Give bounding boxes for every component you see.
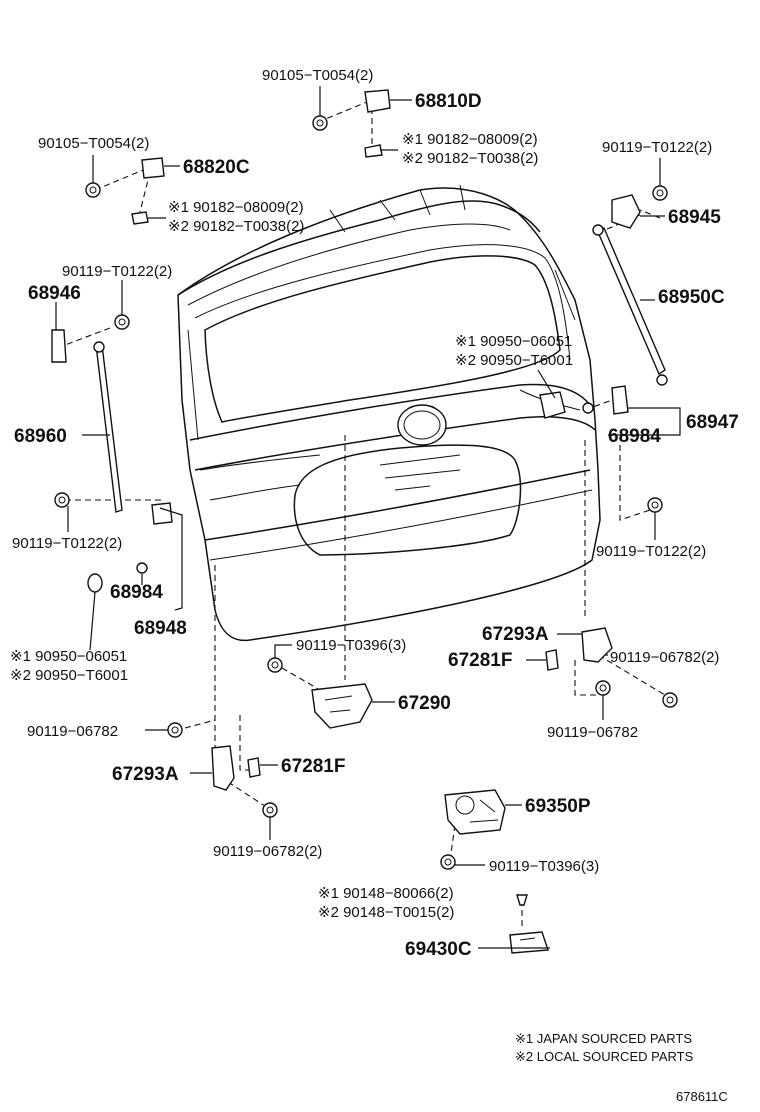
label-90119-06782-left-b: 90119−06782(2) xyxy=(213,843,322,860)
label-90182-mid-1: ※1 90182−08009(2) xyxy=(168,199,304,216)
label-68984-right: 68984 xyxy=(608,426,661,447)
legend-note-local: ※2 LOCAL SOURCED PARTS xyxy=(515,1049,694,1064)
figure-id: 678611C xyxy=(676,1089,728,1104)
label-90119-right-lower: 90119−T0122(2) xyxy=(596,543,706,560)
label-69430C: 69430C xyxy=(405,939,472,960)
label-68945: 68945 xyxy=(668,207,721,228)
label-90105-top: 90105−T0054(2) xyxy=(262,67,373,84)
label-90105-left: 90105−T0054(2) xyxy=(38,135,149,152)
legend: ※1 JAPAN SOURCED PARTS ※2 LOCAL SOURCED … xyxy=(515,1031,694,1064)
label-68960: 68960 xyxy=(14,426,67,447)
label-68984-left: 68984 xyxy=(110,582,163,603)
label-90950-right-2: ※2 90950−T6001 xyxy=(455,352,573,369)
legend-note-japan: ※1 JAPAN SOURCED PARTS xyxy=(515,1031,692,1046)
label-90119-left-lower: 90119−T0122(2) xyxy=(12,535,122,552)
label-67281F-left: 67281F xyxy=(281,756,345,777)
leader-lines xyxy=(55,86,681,949)
label-90119-06782-right-b: 90119−06782 xyxy=(547,724,638,741)
label-68946: 68946 xyxy=(28,283,81,304)
label-68948: 68948 xyxy=(134,618,187,639)
label-67281F-right: 67281F xyxy=(448,650,512,671)
label-67293A-right: 67293A xyxy=(482,624,549,645)
label-90950-right-1: ※1 90950−06051 xyxy=(455,333,572,350)
label-90950-left-1: ※1 90950−06051 xyxy=(10,648,127,665)
label-68810D: 68810D xyxy=(415,91,482,112)
label-90119-06782-left: 90119−06782 xyxy=(27,723,118,740)
label-90119-T0396-a: 90119−T0396(3) xyxy=(296,637,406,654)
part-labels: 90105−T0054(2) 68810D ※1 90182−08009(2) … xyxy=(10,67,739,960)
label-90119-06782-right-a: 90119−06782(2) xyxy=(610,649,719,666)
label-90182-top-2: ※2 90182−T0038(2) xyxy=(402,150,538,167)
label-68947: 68947 xyxy=(686,412,739,433)
label-90182-mid-2: ※2 90182−T0038(2) xyxy=(168,218,304,235)
label-68820C: 68820C xyxy=(183,157,250,178)
label-90119-T0396-b: 90119−T0396(3) xyxy=(489,858,599,875)
label-90950-left-2: ※2 90950−T6001 xyxy=(10,667,128,684)
label-90119-top-right: 90119−T0122(2) xyxy=(602,139,712,156)
label-90182-top-1: ※1 90182−08009(2) xyxy=(402,131,538,148)
part-shapes xyxy=(51,89,678,954)
label-68950C: 68950C xyxy=(658,287,725,308)
label-90148-2: ※2 90148−T0015(2) xyxy=(318,904,454,921)
label-69350P: 69350P xyxy=(525,796,591,817)
label-90119-top-left: 90119−T0122(2) xyxy=(62,263,172,280)
label-67293A-left: 67293A xyxy=(112,764,179,785)
back-door-outline xyxy=(177,184,601,642)
label-90148-1: ※1 90148−80066(2) xyxy=(318,885,454,902)
label-67290: 67290 xyxy=(398,693,451,714)
